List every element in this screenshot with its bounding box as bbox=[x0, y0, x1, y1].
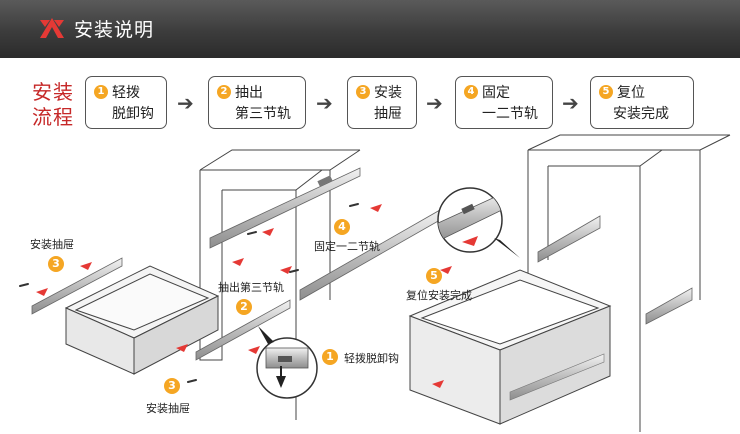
callout-5-number: 5 bbox=[426, 268, 442, 284]
step-5-number: 5 bbox=[599, 85, 613, 99]
step-2-box: 2 抽出 第三节轨 bbox=[208, 76, 306, 129]
callout-4-number: 4 bbox=[334, 219, 350, 235]
step-4-line1: 固定 bbox=[482, 85, 510, 101]
step-2-line2: 第三节轨 bbox=[235, 106, 291, 122]
flow-arrow-icon: ➔ bbox=[562, 91, 579, 115]
step-5-box: 5 复位 安装完成 bbox=[590, 76, 694, 129]
right-cabinet bbox=[527, 134, 731, 432]
step-1-box: 1 轻拨 脱卸钩 bbox=[85, 76, 167, 129]
screw-icons bbox=[19, 203, 359, 383]
step-4-number: 4 bbox=[464, 85, 478, 99]
flow-label: 安装 流程 bbox=[32, 80, 74, 130]
callout-2-text: 抽出第三节轨 bbox=[218, 281, 284, 294]
step-5-line1: 复位 bbox=[617, 85, 645, 101]
slide-rail-third-section bbox=[195, 299, 291, 361]
step-4-line2: 一二节轨 bbox=[482, 106, 538, 122]
callout-3a-text: 安装抽屉 bbox=[30, 238, 74, 251]
drawer-side-rail bbox=[31, 257, 123, 315]
screw-arrows bbox=[36, 204, 476, 388]
step-1-line2: 脱卸钩 bbox=[112, 106, 154, 122]
step-3-line1: 安装 bbox=[374, 85, 402, 101]
flow-arrow-icon: ➔ bbox=[177, 91, 194, 115]
callout-1-text: 轻拨脱卸钩 bbox=[344, 352, 399, 365]
flow-label-line2: 流程 bbox=[32, 105, 74, 129]
step-5-line2: 安装完成 bbox=[613, 106, 669, 122]
step-3-box: 3 安装 抽屉 bbox=[347, 76, 417, 129]
step-3-line2: 抽屉 bbox=[374, 106, 402, 122]
callout-5-text: 复位安装完成 bbox=[406, 289, 472, 302]
callout-4-text: 固定一二节轨 bbox=[314, 240, 380, 253]
step-2-number: 2 bbox=[217, 85, 231, 99]
page-title: 安装说明 bbox=[74, 19, 155, 41]
callout-3a-number: 3 bbox=[48, 256, 64, 272]
step-3-number: 3 bbox=[356, 85, 370, 99]
drawer-box-right bbox=[408, 269, 612, 425]
step-1-number: 1 bbox=[94, 85, 108, 99]
flow-arrow-icon: ➔ bbox=[426, 91, 443, 115]
callout-3b-number: 3 bbox=[164, 378, 180, 394]
zoom-detail-upper bbox=[437, 187, 520, 258]
zoom-detail-lower bbox=[256, 326, 318, 399]
callout-3b-text: 安装抽屉 bbox=[146, 402, 190, 415]
step-4-box: 4 固定 一二节轨 bbox=[455, 76, 553, 129]
flow-arrow-icon: ➔ bbox=[316, 91, 333, 115]
drawer-box-left bbox=[64, 265, 220, 375]
header-bar: 安装说明 bbox=[0, 0, 740, 58]
brand-logo-icon bbox=[40, 18, 64, 38]
callout-1-number: 1 bbox=[322, 349, 338, 365]
step-2-line1: 抽出 bbox=[235, 85, 263, 101]
slide-rail-right-upper bbox=[537, 215, 601, 263]
slide-rail-left-upper bbox=[209, 167, 361, 249]
callout-2-number: 2 bbox=[236, 299, 252, 315]
flow-label-line1: 安装 bbox=[32, 80, 74, 104]
step-1-line1: 轻拨 bbox=[112, 85, 140, 101]
slide-rail-right-side bbox=[645, 287, 693, 325]
